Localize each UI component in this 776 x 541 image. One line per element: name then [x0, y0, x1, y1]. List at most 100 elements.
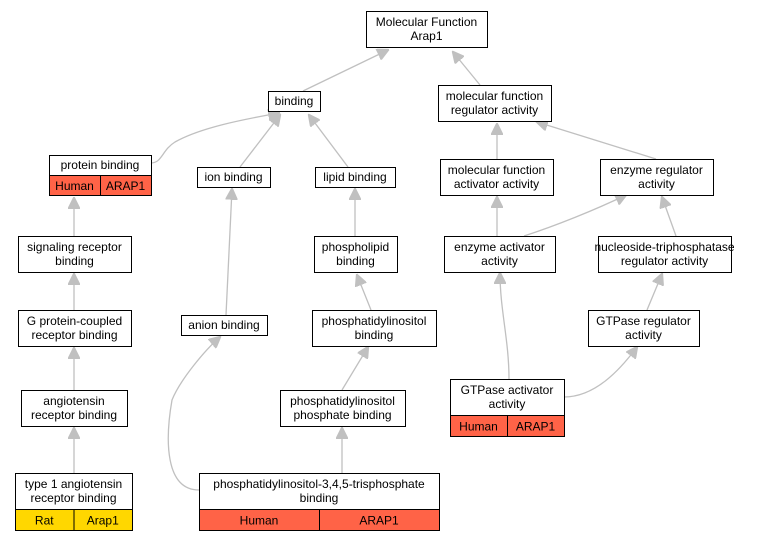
term-node-anion-binding[interactable]: anion binding	[181, 315, 268, 336]
term-label: protein binding	[61, 158, 140, 172]
term-label: ion binding	[204, 170, 262, 184]
term-label: phospholipid	[322, 240, 389, 254]
term-box	[366, 11, 488, 48]
term-box	[199, 473, 440, 510]
edge-mfra-to-mf	[453, 52, 481, 86]
edge-pip-binding-to-pi-binding	[341, 347, 368, 391]
term-label: Arap1	[410, 29, 442, 43]
term-label: binding	[336, 254, 375, 268]
term-label: receptor binding	[31, 408, 117, 422]
edge-gtpase-activator-to-enzyme-activator	[500, 273, 510, 380]
annotation-gene: ARAP1	[516, 420, 556, 434]
term-label: GTPase activator	[461, 383, 554, 397]
term-box	[314, 236, 398, 273]
annotation-organism: Human	[240, 514, 279, 528]
annotation-gene-cell	[507, 415, 565, 437]
term-box	[588, 310, 700, 347]
term-box	[440, 159, 554, 196]
term-label: binding	[55, 254, 94, 268]
edge-enzyme-regulator-to-mfra	[537, 122, 657, 160]
edge-lipid-binding-to-binding	[309, 115, 349, 168]
annotation-organism: Human	[459, 420, 498, 434]
term-label: binding	[300, 491, 339, 505]
term-label: regulator activity	[451, 103, 538, 117]
annotation-gene: Arap1	[87, 514, 119, 528]
term-label: receptor binding	[30, 491, 116, 505]
edge-gtpase-activator-to-gtpase-regulator	[563, 347, 637, 398]
edge-enzyme-activator-to-enzyme-regulator	[523, 195, 626, 237]
annotation-gene: ARAP1	[359, 514, 399, 528]
edge-gtpase-regulator-to-ntp-regulator	[646, 274, 662, 311]
term-box	[197, 167, 271, 188]
annotation-gene-cell	[100, 175, 152, 196]
annotation-organism: Human	[55, 179, 94, 193]
term-label: G protein-coupled	[27, 314, 122, 328]
term-label: phosphate binding	[293, 408, 391, 422]
edge-pi-binding-to-phospholipid	[357, 275, 372, 311]
annotation-gene-cell	[73, 509, 133, 531]
term-label: phosphatidylinositol-3,4,5-trisphosphate	[213, 477, 425, 491]
edges	[74, 50, 677, 491]
term-node-binding[interactable]: binding	[268, 91, 321, 112]
term-label: GTPase regulator	[596, 314, 691, 328]
term-box	[268, 91, 321, 112]
term-label: lipid binding	[323, 170, 386, 184]
term-label: enzyme regulator	[610, 163, 703, 177]
edge-protein-binding-to-binding	[150, 113, 279, 164]
term-box	[18, 310, 132, 347]
term-node-lipid-binding[interactable]: lipid binding	[315, 167, 396, 188]
term-label: activity	[638, 177, 675, 191]
term-label: phosphatidylinositol	[322, 314, 427, 328]
term-label: molecular function	[448, 163, 545, 177]
term-node-pip3-binding[interactable]: phosphatidylinositol-3,4,5-trisphosphate…	[199, 473, 440, 531]
term-box	[438, 85, 552, 122]
term-box	[280, 390, 406, 427]
term-label: signaling receptor	[27, 240, 122, 254]
term-label: receptor binding	[31, 328, 117, 342]
term-box	[18, 236, 132, 273]
term-box	[315, 167, 396, 188]
term-box	[600, 159, 714, 196]
term-box	[21, 390, 128, 427]
term-label: phosphatidylinositol	[290, 394, 395, 408]
edge-ion-binding-to-binding	[239, 115, 280, 168]
term-label: molecular function	[446, 89, 543, 103]
term-label: regulator activity	[621, 254, 708, 268]
term-box	[312, 310, 437, 347]
term-node-ion-binding[interactable]: ion binding	[197, 167, 271, 188]
term-label: anion binding	[188, 318, 259, 332]
annotation-gene: ARAP1	[106, 179, 146, 193]
term-label: Molecular Function	[376, 15, 477, 29]
term-label: activator activity	[454, 177, 539, 191]
term-label: activity	[481, 254, 518, 268]
term-box	[15, 473, 133, 510]
term-box	[598, 236, 732, 273]
edge-binding-to-mf	[302, 50, 388, 92]
term-label: activity	[625, 328, 662, 342]
term-box	[181, 315, 268, 336]
term-label: enzyme activator	[454, 240, 545, 254]
annotation-organism: Rat	[35, 514, 54, 528]
annotation-gene-cell	[319, 509, 440, 531]
edge-pip3-binding-to-anion-binding	[167, 337, 220, 491]
edge-ntp-regulator-to-enzyme-regulator	[662, 197, 677, 237]
term-label: angiotensin	[43, 394, 104, 408]
